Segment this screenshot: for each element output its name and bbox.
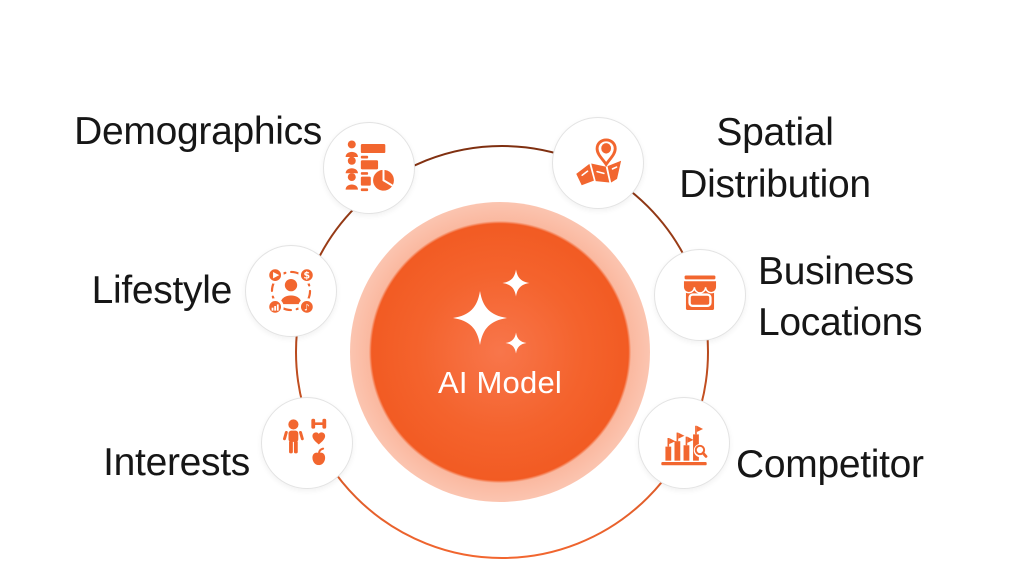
label-lifestyle: Lifestyle (91, 269, 233, 312)
label-competitor: Competitor (736, 443, 924, 486)
interests-icon (283, 418, 327, 466)
label-business-locations: Business Locations (758, 250, 923, 344)
label-demographics: Demographics (74, 110, 322, 153)
sparkles-icon (453, 269, 530, 354)
label-interests: Interests (103, 441, 250, 484)
ai-model-node: AI Model (350, 202, 650, 502)
svg-text:♪: ♪ (304, 304, 310, 314)
node-interests (261, 397, 353, 489)
node-demographics (323, 122, 415, 214)
ai-model-label: AI Model (438, 365, 562, 400)
storefront-icon (682, 275, 718, 310)
node-lifestyle: $ ♪ (245, 245, 337, 337)
label-spatial-distribution: Spatial Distribution (679, 111, 871, 206)
competitor-analysis-icon (661, 425, 708, 466)
map-pin-icon (576, 138, 622, 186)
svg-text:$: $ (304, 270, 311, 281)
node-business-locations (654, 249, 746, 341)
node-spatial-distribution (552, 117, 644, 209)
demographics-icon (345, 140, 394, 192)
lifestyle-icon: $ ♪ (266, 266, 316, 316)
node-competitor (638, 397, 730, 489)
